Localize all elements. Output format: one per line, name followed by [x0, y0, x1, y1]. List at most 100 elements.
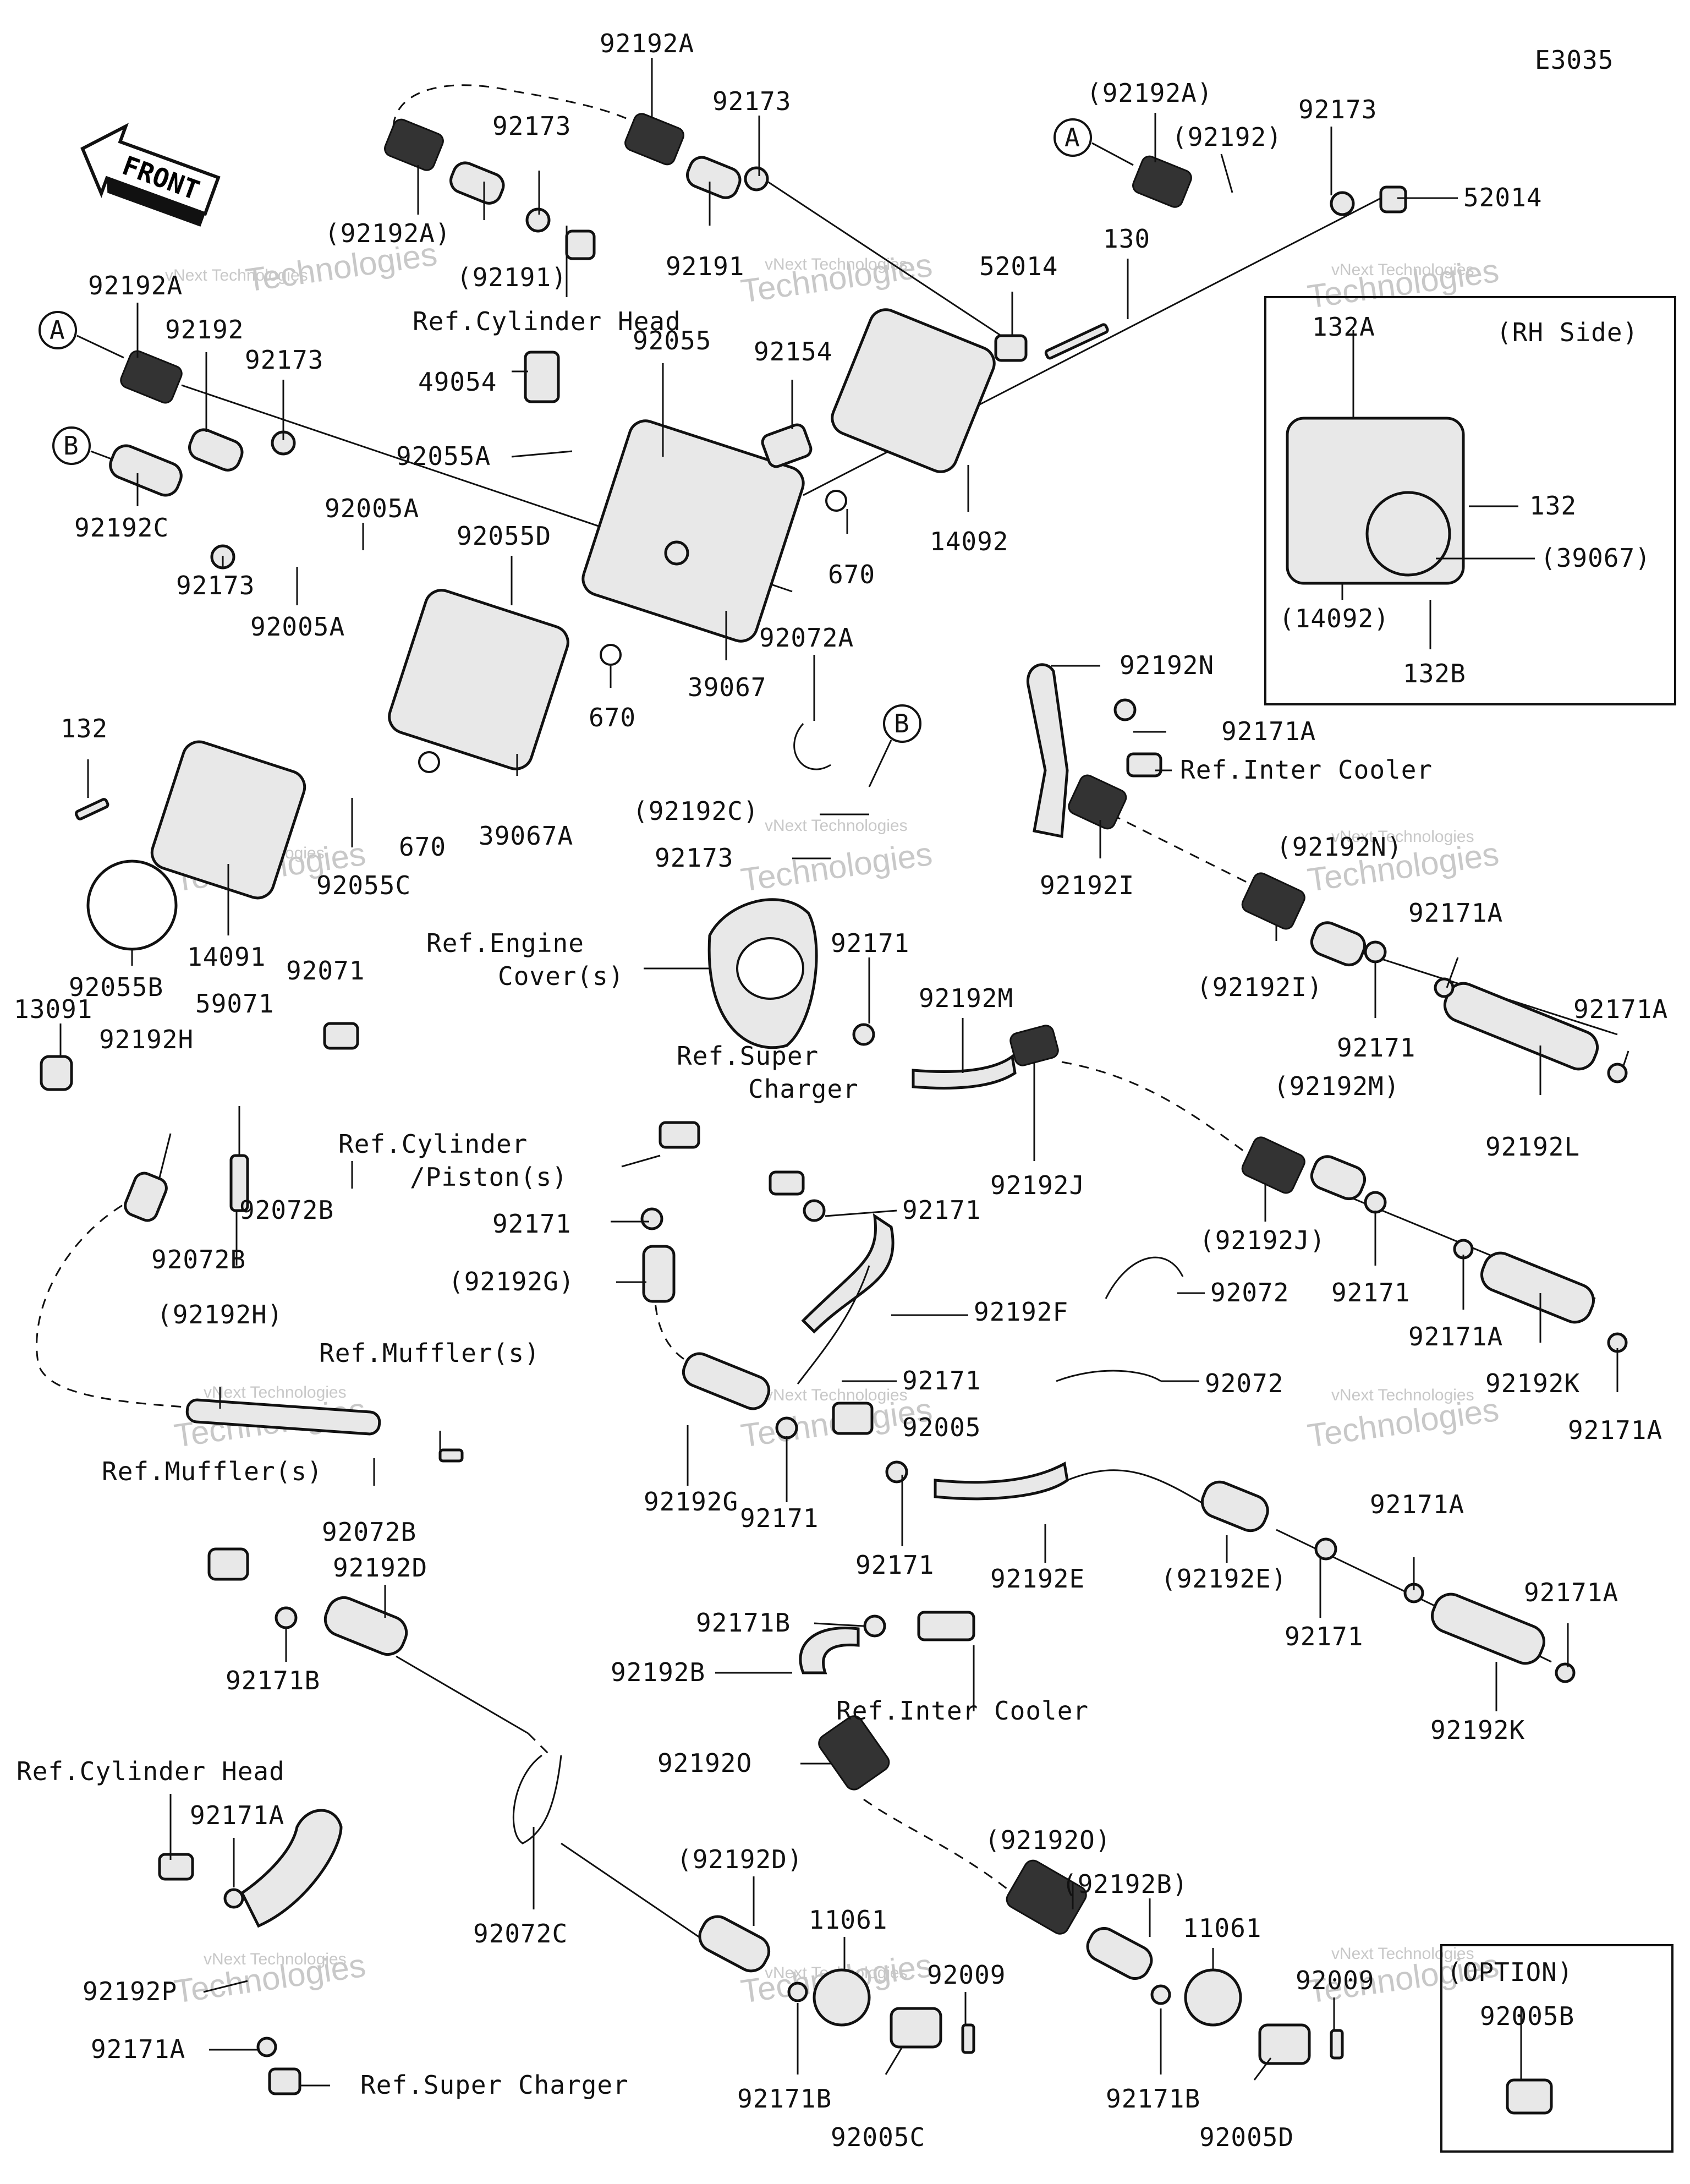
label-14092: 14092 — [930, 527, 1008, 556]
label-92192E: 92192E — [990, 1564, 1085, 1594]
label-92171: 92171 — [1331, 1278, 1410, 1307]
label-92192J: 92192J — [990, 1170, 1085, 1200]
label-92055A: 92055A — [396, 441, 491, 471]
oring-670-b — [600, 644, 622, 666]
route-92192O — [863, 1798, 1013, 1894]
label-92192P: 92192P — [83, 1977, 177, 2006]
label-92072A: 92072A — [759, 623, 854, 653]
label-92173: 92173 — [655, 843, 733, 873]
clamp-92171B-c — [1150, 1984, 1171, 2005]
label-92192K: 92192K — [1430, 1715, 1525, 1745]
engine-cover-ring — [736, 937, 804, 1000]
label-92192D: 92192D — [333, 1553, 427, 1583]
route-92192D-c — [561, 1842, 716, 1949]
oring-670-c — [418, 751, 440, 773]
spring-p92192I — [1241, 872, 1305, 930]
route-92192G — [654, 1287, 694, 1366]
fitting-92005C — [890, 2007, 942, 2049]
label-p14092: (14092) — [1279, 604, 1390, 633]
label-92171B: 92171B — [737, 2084, 832, 2114]
parts — [40, 113, 1628, 2115]
label-ref-super-charger: Ref.Super Charger — [360, 2070, 629, 2100]
label-ref-super: Ref.Super — [677, 1041, 819, 1071]
hose-92192N — [1026, 663, 1069, 839]
fitting-ref-intercooler-a — [1126, 752, 1162, 778]
label-92192G: 92192G — [644, 1487, 738, 1517]
label-p92192G: (92192G) — [448, 1267, 575, 1296]
label-92192: 92192 — [165, 315, 244, 344]
spring-p92192O — [1006, 1859, 1087, 1935]
route-92192D-b — [527, 1732, 551, 1756]
plug-13091 — [40, 1055, 73, 1091]
label-92171A: 92171A — [190, 1800, 284, 1830]
clamp-92171B-t — [863, 1614, 886, 1638]
clamp-92171-n — [1364, 940, 1387, 964]
label-11061: 11061 — [809, 1905, 887, 1935]
watermark-small: vNext Technologies — [1331, 261, 1474, 279]
fitting-ref-supercharger-b — [268, 2067, 301, 2095]
label-92171A: 92171A — [1370, 1490, 1464, 1519]
label-p92192H: (92192H) — [157, 1300, 283, 1329]
label-92192B: 92192B — [611, 1657, 705, 1687]
label-92072B: 92072B — [322, 1517, 416, 1547]
fitting-ref-intercooler-b — [917, 1611, 975, 1641]
hose-p92192B — [1086, 1927, 1153, 1980]
fitting-refcylhead — [565, 229, 596, 260]
oring-92055B — [86, 860, 178, 951]
label-92171B: 92171B — [696, 1608, 791, 1638]
label-p92192: (92192) — [1172, 122, 1282, 152]
label-52014: 52014 — [1463, 183, 1542, 212]
fitting-92005D — [1258, 2023, 1311, 2065]
clamp-92072-b — [1056, 1370, 1161, 1382]
label-92072B: 92072B — [151, 1245, 246, 1274]
callout-A-right: A — [1053, 118, 1134, 166]
front-arrow-icon — [80, 123, 221, 216]
hose-92192B — [799, 1627, 860, 1674]
label-92192H: 92192H — [99, 1025, 194, 1054]
part-labels: 92192A 92173 92173 (92192A) (92191) 9219… — [14, 29, 1667, 2152]
hose-92192L — [1444, 982, 1599, 1071]
hose-92192E — [934, 1462, 1069, 1501]
label-92055C: 92055C — [316, 871, 411, 900]
label-92009: 92009 — [927, 1960, 1006, 1990]
label-670: 670 — [589, 703, 636, 732]
clamp-92171A-a — [1434, 977, 1455, 998]
label-p92191: (92191) — [457, 262, 567, 292]
tube-92072 — [797, 1265, 870, 1384]
label-p92192E: (92192E) — [1161, 1564, 1287, 1594]
label-option: (OPTION) — [1447, 1957, 1573, 1987]
callout-A-left: A — [39, 311, 124, 359]
label-p92192C: (92192C) — [633, 796, 759, 826]
hose-92192P — [240, 1809, 343, 1928]
hose-p92192H — [185, 1398, 381, 1436]
fitting-ref-piston — [659, 1121, 700, 1149]
label-39067A: 39067A — [479, 821, 573, 851]
label-charger: Charger — [748, 1074, 859, 1104]
label-92171: 92171 — [902, 1195, 981, 1225]
clamp-92171-j — [1364, 1191, 1387, 1214]
label-92171: 92171 — [1337, 1033, 1415, 1063]
label-92173: 92173 — [1298, 95, 1377, 124]
watermark-small: vNext Technologies — [204, 1383, 347, 1402]
label-ref-inter-cooler: Ref.Inter Cooler — [836, 1696, 1089, 1726]
label-670: 670 — [828, 560, 875, 589]
label-92171A: 92171A — [1524, 1578, 1618, 1607]
label-92171A: 92171A — [91, 2034, 185, 2064]
watermark-small: vNext Technologies — [765, 1386, 908, 1404]
sleeve-92192 — [188, 428, 244, 472]
watermark-small: vNext Technologies — [765, 817, 908, 835]
sensor-49054 — [524, 351, 560, 403]
label-92173: 92173 — [245, 345, 323, 375]
label-92072C: 92072C — [473, 1919, 568, 1948]
label-p92192J: (92192J) — [1199, 1225, 1326, 1255]
clamp-92072C — [513, 1754, 562, 1844]
label-92009: 92009 — [1296, 1966, 1374, 1995]
sleeve-92191-b — [686, 156, 742, 199]
label-ref-engine: Ref.Engine — [426, 928, 584, 958]
label-92072: 92072 — [1205, 1369, 1283, 1398]
sleeve-p92192E — [1200, 1480, 1269, 1532]
route-92192E — [1067, 1469, 1211, 1509]
label-670: 670 — [399, 832, 446, 862]
bolt-132 — [74, 798, 109, 820]
